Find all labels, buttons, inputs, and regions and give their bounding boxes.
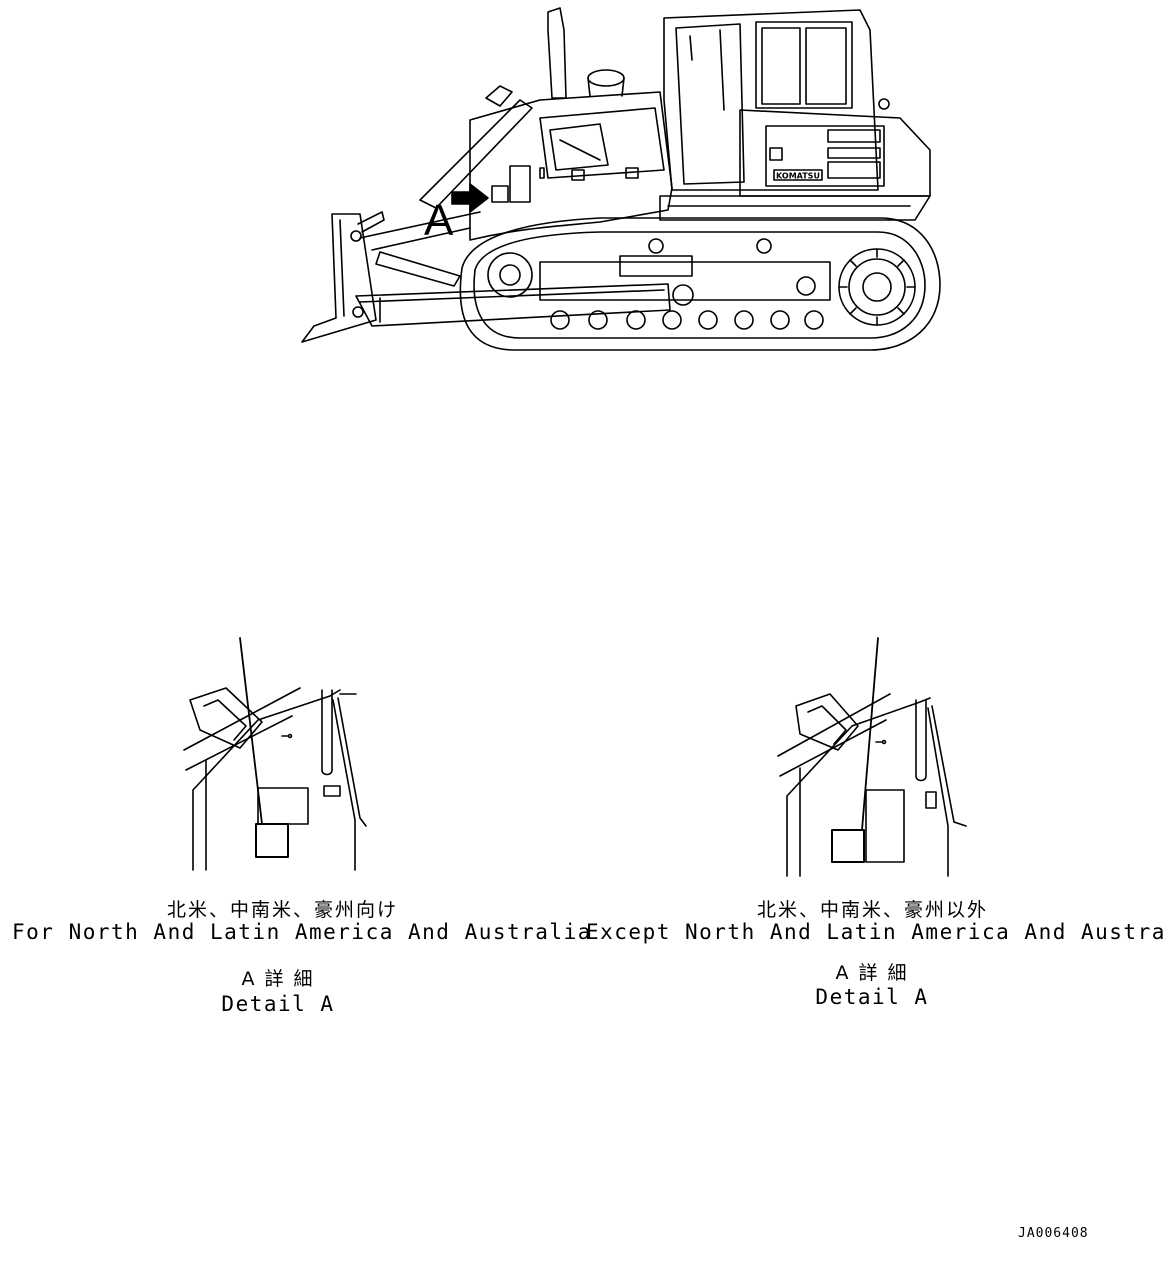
callout-arrow [451,183,489,213]
detail-en-left: Detail A [221,992,335,1016]
engine-hood [469,91,673,241]
lift-cylinder [419,99,533,209]
sprocket-wheel [838,248,916,326]
brand-label: KOMATSU [776,172,820,181]
caption-en-left: For North And Latin America And Australi… [12,920,592,944]
drawing-code: JA006408 [1018,1226,1089,1241]
detail-jp-left: A 詳 細 [241,968,315,990]
push-arm [355,283,671,327]
leader-line-right [861,637,879,831]
leader-line-left [239,637,263,825]
detail-jp-right: A 詳 細 [835,962,909,984]
operator-cab [663,9,879,191]
bulldozer-side-view: KOMATSU [301,7,941,351]
decal-position-marker [491,185,509,203]
detail-en-right: Detail A [815,985,929,1009]
detail-a-right [777,637,967,877]
caption-en-right: Except North And Latin America And Austr… [586,920,1163,944]
track-rollers [550,238,824,330]
track-outline [459,217,941,351]
callout-letter: A [424,196,454,245]
decal-location-right [831,829,865,863]
caption-jp-left: 北米、中南米、豪州向け [166,899,398,921]
detail-a-left [183,637,367,871]
caption-jp-right: 北米、中南米、豪州以外 [756,899,988,921]
dozer-blade [301,213,377,343]
exhaust-stack [547,7,567,99]
decal-location-left [255,823,289,858]
